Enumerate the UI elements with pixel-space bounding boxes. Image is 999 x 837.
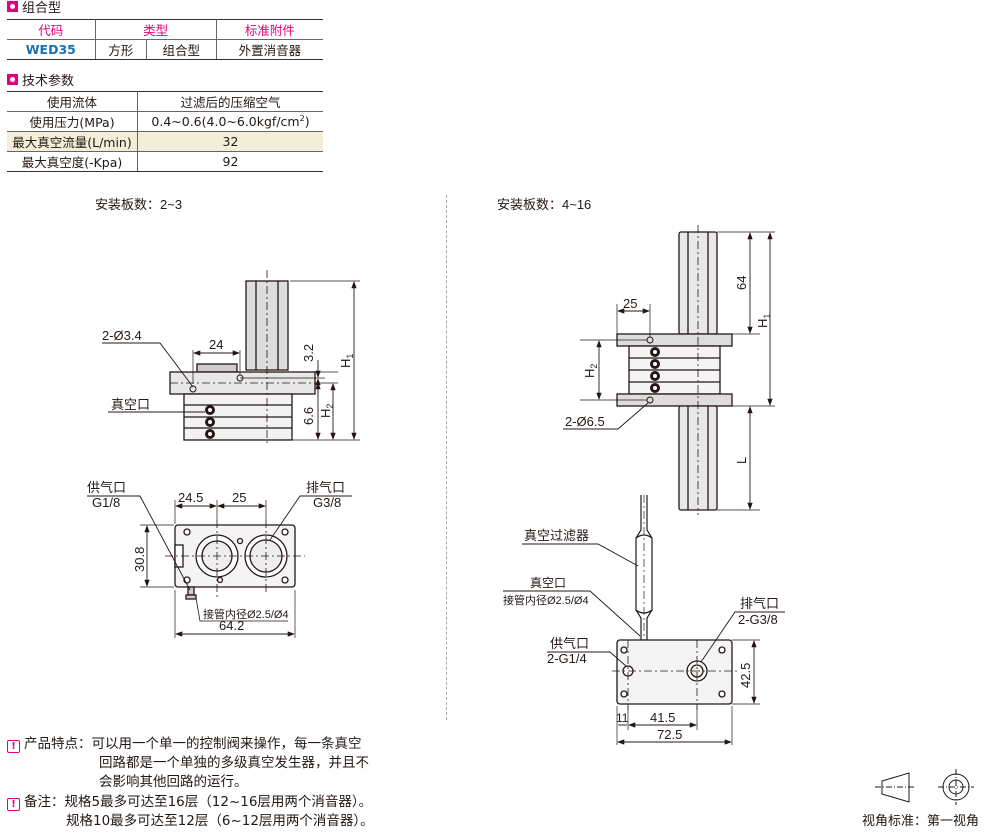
left-dim-6-6: 6.6: [301, 407, 316, 425]
right-dim-41-5: 41.5: [650, 710, 675, 725]
left-dim-30-8: 30.8: [132, 547, 147, 572]
left-exhaust-port-label: 排气口: [306, 480, 345, 495]
specs-table: 使用流体 过滤后的压缩空气 使用压力(MPa) 0.4~0.6(4.0~6.0k…: [7, 91, 323, 172]
right-hole-label: 2-Ø6.5: [565, 414, 605, 429]
type-cell-1: 方形: [94, 39, 147, 60]
pressure-label: 使用压力(MPa): [7, 111, 138, 132]
bullet-icon: [7, 74, 18, 85]
combination-title: 组合型: [22, 1, 62, 16]
left-hole-label: 2-Ø3.4: [102, 328, 142, 343]
left-supply-port-label: 供气口: [87, 480, 126, 495]
accessory-cell: 外置消音器: [215, 39, 323, 60]
left-dim-64-2: 64.2: [219, 618, 244, 633]
right-dim-l: L: [734, 457, 749, 464]
right-device-front: [616, 639, 733, 705]
specs-section-title: 技术参数: [7, 70, 74, 89]
right-caption: 安装板数：4~16: [497, 197, 591, 212]
right-dim-64: 64: [734, 276, 749, 290]
left-device-bottom: [174, 524, 296, 600]
right-filter-label: 真空过滤器: [524, 528, 589, 543]
right-tube-note: 接管内径Ø2.5/Ø4: [503, 593, 589, 607]
flow-label: 最大真空流量(L/min): [7, 131, 138, 152]
bullet-icon: [7, 1, 18, 12]
right-dim-h2: H2: [582, 364, 599, 378]
projection-label: 视角标准：第一视角: [862, 814, 980, 829]
header-type: 类型: [94, 19, 217, 40]
remark-note: !备注：规格5最多可达至16层（12~16层用两个消音器）。 规格10最多可达至…: [7, 793, 374, 831]
right-dim-25: 25: [623, 296, 637, 311]
left-dim-h2: H2: [318, 404, 335, 418]
right-vacuum-port-label: 真空口: [530, 576, 566, 590]
right-exhaust-port-label: 排气口: [740, 596, 779, 611]
pressure-value: 0.4~0.6(4.0~6.0kgf/cm2): [137, 111, 323, 132]
left-supply-spec: G1/8: [92, 495, 120, 510]
right-technical-drawing: 安装板数：4~16 25 H2 64 H1 L 2-Ø6.5: [497, 197, 785, 745]
code-cell: WED35: [7, 39, 96, 60]
drawing-divider: [446, 195, 447, 720]
left-dim-25: 25: [232, 490, 246, 505]
left-exhaust-spec: G3/8: [313, 495, 341, 510]
header-fluid-value: 过滤后的压缩空气: [137, 91, 323, 112]
left-vacuum-port-label: 真空口: [111, 397, 150, 412]
right-device-side: [616, 231, 733, 511]
product-feature-note: !产品特点：可以用一个单一的控制阀来操作，每一条真空 回路都是一个单独的多级真空…: [7, 735, 369, 792]
left-dim-3-2: 3.2: [301, 344, 316, 362]
left-dim-24: 24: [209, 337, 223, 352]
combination-section-title: 组合型: [7, 0, 61, 16]
left-technical-drawing: 安装板数：2~3 2-Ø3.4 24 3.2 6.6 H2 H1 真空口: [87, 197, 360, 638]
left-device-top: [169, 280, 316, 441]
left-dim-24-5: 24.5: [178, 490, 203, 505]
combination-table: 代码 类型 标准附件 WED35 方形 组合型 外置消音器: [7, 19, 323, 60]
header-code: 代码: [7, 19, 96, 40]
left-caption: 安装板数：2~3: [95, 197, 182, 212]
remark-label: 备注：: [24, 794, 65, 810]
left-dim-h1: H1: [338, 354, 355, 368]
left-tube-note: 接管内径Ø2.5/Ø4: [203, 607, 289, 621]
right-dim-11: 11: [616, 711, 629, 725]
vacuum-degree-label: 最大真空度(-Kpa): [7, 151, 138, 172]
feature-label: 产品特点：: [24, 736, 92, 752]
right-dim-42-5: 42.5: [738, 663, 753, 688]
header-accessory: 标准附件: [215, 19, 323, 40]
first-angle-projection-icon: [875, 769, 974, 805]
specs-title: 技术参数: [22, 74, 75, 89]
header-fluid: 使用流体: [7, 91, 138, 112]
flow-value: 32: [137, 131, 323, 152]
right-supply-port-label: 供气口: [550, 636, 589, 651]
right-dim-72-5: 72.5: [657, 727, 682, 742]
exclamation-icon: !: [7, 798, 20, 811]
vacuum-degree-value: 92: [137, 151, 323, 172]
type-cell-2: 组合型: [145, 39, 217, 60]
right-supply-spec: 2-G1/4: [547, 651, 587, 666]
right-dim-h1: H1: [755, 314, 772, 328]
right-exhaust-spec: 2-G3/8: [738, 612, 778, 627]
exclamation-icon: !: [7, 740, 20, 753]
